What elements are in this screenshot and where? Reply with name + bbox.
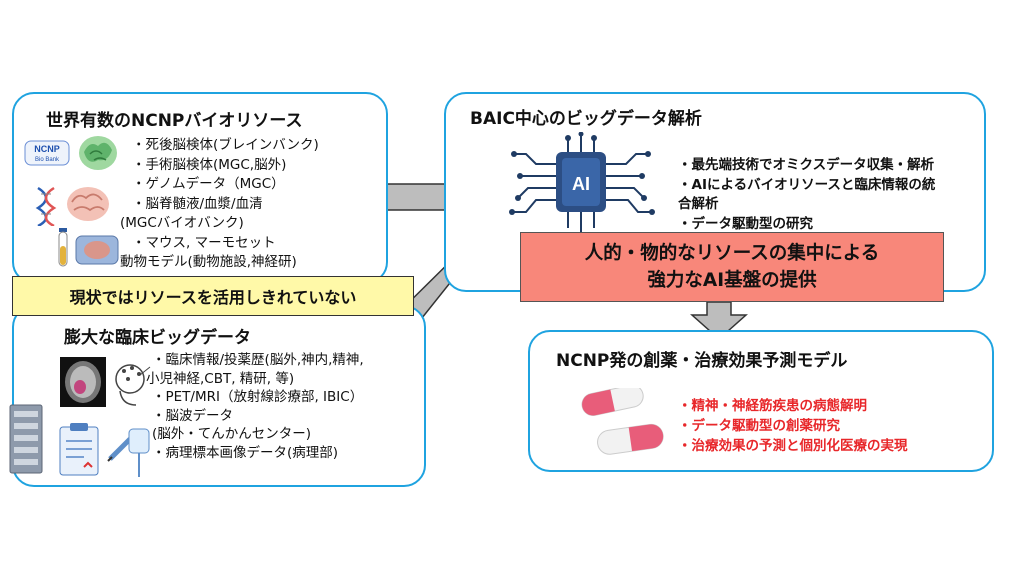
model-title: NCNP発の創薬・治療効果予測モデル — [556, 351, 848, 371]
clinical-list: ・臨床情報/投薬歴(脳外,神内,精神, 小児神経,CBT, 精研, 等) ・PE… — [146, 351, 364, 462]
mri-scan-icon — [60, 357, 106, 411]
eeg-head-icon — [112, 361, 152, 411]
ai-platform-line1: 人的・物的なリソースの集中による — [584, 243, 880, 264]
underused-resources-banner: 現状ではリソースを活用しきれていない — [12, 276, 414, 316]
logo-text-ncnp: NCNP — [34, 144, 60, 154]
clinical-panel: 膨大な臨床ビッグデータ — [9, 305, 426, 487]
clinical-line: ・病理標本画像データ(病理部) — [152, 444, 339, 461]
ai-platform-banner: 人的・物的なリソースの集中による 強力なAI基盤の提供 — [520, 232, 944, 302]
model-panel: NCNP発の創薬・治療効果予測モデル ・精神・神経筋疾患の病態解明 ・データ駆動… — [528, 330, 994, 472]
ai-chip-label: AI — [572, 174, 590, 194]
clinical-title: 膨大な臨床ビッグデータ — [64, 328, 251, 348]
clinical-line: 小児神経,CBT, 精研, 等) — [146, 370, 295, 387]
clinical-line: ・脳波データ — [152, 407, 233, 424]
biobank-line: ・ゲノムデータ（MGC） — [132, 176, 285, 192]
brain-pink-icon — [64, 184, 112, 228]
syringe-icon — [106, 435, 134, 467]
biobank-line: ・死後脳検体(ブレインバンク) — [132, 137, 319, 153]
brain-green-icon — [76, 132, 120, 178]
tissue-slide-icon — [74, 232, 120, 272]
iv-bag-icon — [126, 427, 152, 483]
model-list: ・精神・神経筋疾患の病態解明 ・データ駆動型の創薬研究 ・治療効果の予測と個別化… — [678, 396, 908, 456]
ncnp-biobank-logo-icon: NCNP Bio Bank — [24, 140, 70, 170]
biobank-line: ・マウス, マーモセット — [132, 234, 276, 251]
model-line: ・データ駆動型の創薬研究 — [678, 418, 840, 434]
biobank-panel: 世界有数のNCNPバイオリソース NCNP Bio Bank — [12, 92, 388, 284]
underused-resources-text: 現状ではリソースを活用しきれていない — [69, 288, 357, 307]
biobank-title: 世界有数のNCNPバイオリソース — [46, 111, 303, 131]
clinical-line: ・PET/MRI（放射線診療部, IBIC） — [152, 389, 364, 405]
analysis-line: ・データ駆動型の研究 — [678, 215, 813, 232]
model-line: ・精神・神経筋疾患の病態解明 — [678, 398, 867, 414]
analysis-line: ・最先端技術でオミクスデータ収集・解析 — [678, 157, 935, 173]
ai-chip-icon: AI — [506, 131, 656, 240]
biobank-line: 動物モデル(動物施設,神経研) — [120, 254, 297, 270]
model-line: ・治療効果の予測と個別化医療の実現 — [678, 438, 908, 454]
biobank-line: (MGCバイオバンク) — [120, 215, 244, 231]
ai-platform-line2: 強力なAI基盤の提供 — [647, 270, 817, 291]
analysis-list: ・最先端技術でオミクスデータ収集・解析 ・AIによるバイオリソースと臨床情報の統… — [678, 156, 935, 234]
analysis-line: 合解析 — [678, 196, 719, 212]
biobank-line: ・脳脊髄液/血漿/血清 — [132, 195, 263, 212]
biobank-list: ・死後脳検体(ブレインバンク) ・手術脳検体(MGC,脳外) ・ゲノムデータ（M… — [120, 136, 319, 273]
dna-icon — [34, 186, 58, 230]
capsule-pills-icon — [566, 384, 670, 468]
clinical-line: ・臨床情報/投薬歴(脳外,神内,精神, — [152, 352, 364, 368]
biobank-line: ・手術脳検体(MGC,脳外) — [132, 156, 287, 173]
server-icon — [8, 403, 44, 479]
clinical-line: (脳外・てんかんセンター) — [152, 426, 312, 442]
logo-text-biobank: Bio Bank — [35, 157, 60, 163]
medical-record-icon — [58, 423, 102, 481]
arrow-platform-to-model — [690, 301, 748, 341]
test-tube-icon — [54, 228, 72, 276]
analysis-title: BAIC中心のビッグデータ解析 — [470, 109, 702, 129]
analysis-line: ・AIによるバイオリソースと臨床情報の統 — [678, 176, 936, 193]
